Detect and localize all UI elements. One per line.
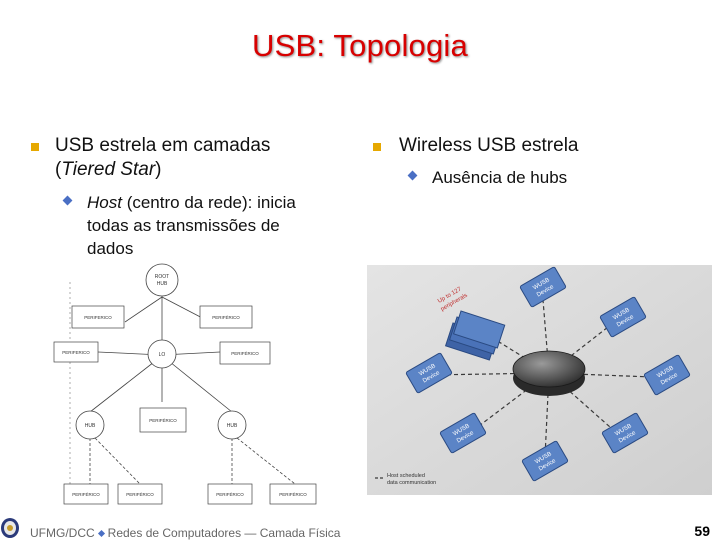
sub-bullet-no-hubs: Ausência de hubs — [432, 168, 568, 187]
square-bullet-icon — [31, 143, 39, 151]
tiered-star-diagram: ROOT HUB LO HUB HUB PERIFERICO PERIFÉRIC… — [53, 263, 317, 505]
host-node — [512, 350, 586, 388]
sub-bullet-text: (centro da rede): inicia — [121, 193, 296, 212]
peripheral-box — [53, 341, 99, 363]
peripheral-label: PERIFÉRICO — [149, 417, 177, 423]
hub-node-left — [75, 410, 105, 440]
peripheral-label: PERIFERICO — [62, 350, 90, 355]
peripheral-label: PERIFÉRICO — [216, 491, 244, 497]
sub-bullet-host: Host (centro da rede): inicia todas as t… — [87, 191, 357, 260]
peripheral-box — [207, 483, 253, 505]
peripheral-box — [117, 483, 163, 505]
peripheral-label: PERIFERICO — [84, 315, 112, 320]
hub-center-label: LO — [159, 352, 166, 358]
bullet-text-italic: Tiered Star — [61, 159, 156, 180]
peripheral-box — [269, 483, 317, 505]
bullet-wireless: Wireless USB estrela — [399, 135, 579, 156]
peripheral-box — [199, 305, 253, 329]
legend-label: Host scheduled — [387, 473, 425, 479]
peripheral-box — [139, 407, 187, 433]
peripheral-label: PERIFÉRICO — [212, 314, 240, 320]
hub-node-center — [147, 339, 177, 369]
hub-right-label: HUB — [227, 423, 238, 429]
legend-label: data communication — [387, 480, 436, 486]
wireless-star-diagram: Up to 127 peripherals WUSB Device WUSB D… — [367, 265, 712, 495]
footer-diamond-icon — [97, 529, 105, 538]
bullet-tiered-star: USB estrela em camadas (Tiered Star) — [55, 135, 271, 180]
peripheral-label: PERIFÉRICO — [126, 491, 154, 497]
bullet-text: USB estrela em camadas — [55, 135, 271, 156]
footer-institution: UFMG/DCC — [30, 526, 95, 540]
hub-node-right — [217, 410, 247, 440]
peripheral-box — [63, 483, 109, 505]
hub-left-label: HUB — [85, 423, 96, 429]
device-stack — [444, 310, 506, 361]
wusb-device: WUSB Device — [521, 440, 569, 482]
sub-bullet-text: dados — [87, 239, 134, 258]
root-hub-label: ROOT — [155, 274, 169, 280]
wusb-device: WUSB Device — [643, 354, 691, 396]
diamond-bullet-icon — [407, 170, 418, 181]
root-hub-node — [145, 263, 179, 297]
sub-bullet-italic: Host — [87, 193, 122, 212]
footer: UFMG/DCC Redes de Computadores ― Camada F… — [30, 526, 340, 540]
peripheral-box — [71, 305, 125, 329]
slide-title: USB: Topologia — [252, 28, 468, 63]
square-bullet-icon — [373, 143, 381, 151]
wusb-device: WUSB Device — [601, 412, 649, 454]
diamond-bullet-icon — [62, 195, 73, 206]
footer-course: Redes de Computadores ― Camada Física — [107, 526, 341, 540]
page-number: 59 — [694, 523, 710, 539]
wusb-device: WUSB Device — [405, 352, 453, 394]
ufmg-logo-icon — [1, 518, 19, 538]
peripheral-label: PERIFÉRICO — [72, 491, 100, 497]
wusb-device: WUSB Device — [439, 412, 487, 454]
sub-bullet-text: todas as transmissões de — [87, 216, 280, 235]
peripheral-label: PERIFÉRICO — [231, 350, 259, 356]
peripheral-label: PERIFÉRICO — [279, 491, 307, 497]
wusb-device: WUSB Device — [519, 266, 567, 308]
peripheral-box — [219, 341, 271, 365]
wusb-device: WUSB Device — [599, 296, 647, 338]
root-hub-label: HUB — [157, 281, 168, 287]
